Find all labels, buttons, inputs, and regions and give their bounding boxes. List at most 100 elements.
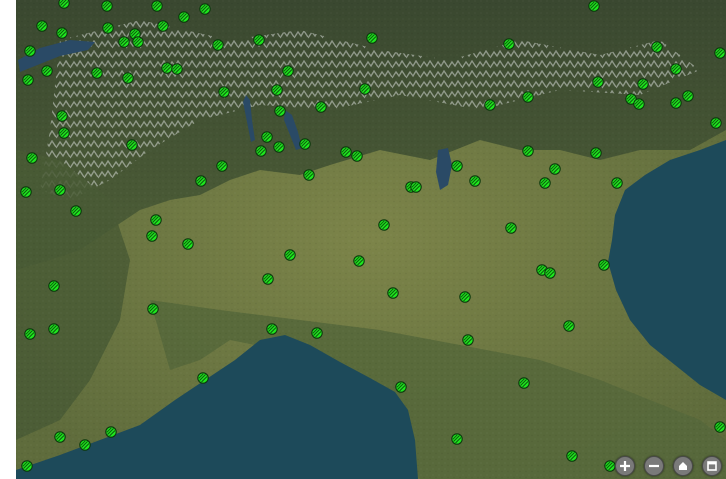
station-marker[interactable] <box>102 22 114 34</box>
station-marker[interactable] <box>469 175 481 187</box>
station-marker[interactable] <box>566 450 578 462</box>
station-marker[interactable] <box>378 219 390 231</box>
station-marker[interactable] <box>682 90 694 102</box>
station-marker[interactable] <box>710 117 722 129</box>
station-marker[interactable] <box>48 280 60 292</box>
station-marker[interactable] <box>353 255 365 267</box>
station-marker[interactable] <box>24 328 36 340</box>
station-marker[interactable] <box>273 141 285 153</box>
station-marker[interactable] <box>178 11 190 23</box>
station-marker[interactable] <box>451 160 463 172</box>
station-marker[interactable] <box>604 460 616 472</box>
station-marker[interactable] <box>340 146 352 158</box>
station-marker[interactable] <box>522 145 534 157</box>
station-marker[interactable] <box>195 175 207 187</box>
station-marker[interactable] <box>651 41 663 53</box>
station-marker[interactable] <box>24 45 36 57</box>
station-marker[interactable] <box>36 20 48 32</box>
station-marker[interactable] <box>105 426 117 438</box>
station-marker[interactable] <box>598 259 610 271</box>
station-marker[interactable] <box>56 110 68 122</box>
station-marker[interactable] <box>451 433 463 445</box>
station-marker[interactable] <box>101 0 113 12</box>
station-marker[interactable] <box>262 273 274 285</box>
station-marker[interactable] <box>271 84 283 96</box>
station-marker[interactable] <box>284 249 296 261</box>
station-marker[interactable] <box>212 39 224 51</box>
station-marker[interactable] <box>216 160 228 172</box>
station-marker[interactable] <box>58 127 70 139</box>
station-marker[interactable] <box>54 431 66 443</box>
station-marker[interactable] <box>714 421 726 433</box>
station-marker[interactable] <box>171 63 183 75</box>
station-marker[interactable] <box>670 63 682 75</box>
station-marker[interactable] <box>522 91 534 103</box>
station-marker[interactable] <box>218 86 230 98</box>
station-marker[interactable] <box>282 65 294 77</box>
station-marker[interactable] <box>633 98 645 110</box>
station-marker[interactable] <box>91 67 103 79</box>
station-marker[interactable] <box>544 267 556 279</box>
station-marker[interactable] <box>395 381 407 393</box>
station-marker[interactable] <box>20 186 32 198</box>
station-marker[interactable] <box>157 20 169 32</box>
station-marker[interactable] <box>197 372 209 384</box>
station-marker[interactable] <box>592 76 604 88</box>
station-marker[interactable] <box>70 205 82 217</box>
station-marker[interactable] <box>549 163 561 175</box>
station-marker[interactable] <box>151 0 163 12</box>
station-marker[interactable] <box>484 99 496 111</box>
station-marker[interactable] <box>199 3 211 15</box>
station-marker[interactable] <box>126 139 138 151</box>
station-marker[interactable] <box>161 62 173 74</box>
station-marker[interactable] <box>387 287 399 299</box>
home-button[interactable] <box>673 456 693 476</box>
station-marker[interactable] <box>588 0 600 12</box>
station-marker[interactable] <box>21 460 33 472</box>
station-marker[interactable] <box>299 138 311 150</box>
station-marker[interactable] <box>714 47 726 59</box>
station-marker[interactable] <box>150 214 162 226</box>
station-marker[interactable] <box>311 327 323 339</box>
station-marker[interactable] <box>459 291 471 303</box>
station-marker[interactable] <box>462 334 474 346</box>
station-marker[interactable] <box>118 36 130 48</box>
station-marker[interactable] <box>303 169 315 181</box>
station-marker[interactable] <box>147 303 159 315</box>
station-marker[interactable] <box>505 222 517 234</box>
station-marker[interactable] <box>637 78 649 90</box>
station-marker[interactable] <box>539 177 551 189</box>
station-marker[interactable] <box>359 83 371 95</box>
station-marker[interactable] <box>563 320 575 332</box>
station-marker[interactable] <box>503 38 515 50</box>
station-marker[interactable] <box>54 184 66 196</box>
station-marker[interactable] <box>41 65 53 77</box>
station-marker[interactable] <box>56 27 68 39</box>
station-marker[interactable] <box>182 238 194 250</box>
fullscreen-button[interactable] <box>702 456 722 476</box>
station-marker[interactable] <box>48 323 60 335</box>
station-marker[interactable] <box>670 97 682 109</box>
station-marker[interactable] <box>253 34 265 46</box>
station-marker[interactable] <box>261 131 273 143</box>
station-marker[interactable] <box>132 36 144 48</box>
station-marker[interactable] <box>611 177 623 189</box>
station-marker[interactable] <box>58 0 70 9</box>
zoom-in-button[interactable] <box>615 456 635 476</box>
station-marker[interactable] <box>122 72 134 84</box>
station-marker[interactable] <box>266 323 278 335</box>
station-marker[interactable] <box>351 150 363 162</box>
station-marker[interactable] <box>79 439 91 451</box>
zoom-out-button[interactable] <box>644 456 664 476</box>
station-marker[interactable] <box>366 32 378 44</box>
station-marker[interactable] <box>255 145 267 157</box>
station-marker[interactable] <box>410 181 422 193</box>
station-marker[interactable] <box>26 152 38 164</box>
station-marker[interactable] <box>590 147 602 159</box>
station-marker[interactable] <box>274 105 286 117</box>
station-marker[interactable] <box>518 377 530 389</box>
station-marker[interactable] <box>22 74 34 86</box>
station-marker[interactable] <box>146 230 158 242</box>
